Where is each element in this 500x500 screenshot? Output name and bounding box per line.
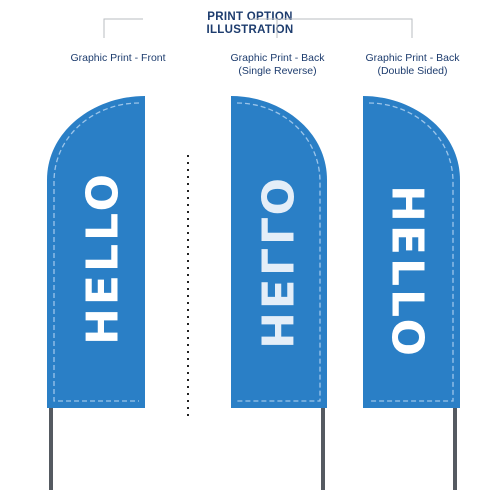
flag-back-single-seam [236,102,321,402]
flag-front: HELLO [47,96,145,490]
option-label-front-line1: Graphic Print - Front [70,52,166,64]
option-label-back-single-line2: (Single Reverse) [238,65,317,77]
option-label-back-double: Graphic Print - Back (Double Sided) [340,52,485,78]
option-label-back-double-line2: (Double Sided) [377,65,448,77]
option-label-back-double-line1: Graphic Print - Back [365,52,460,64]
header-bracket [103,18,413,38]
flag-back-double-body [363,96,460,408]
flag-back-single-body [231,96,327,408]
flag-back-double-pole [453,408,457,490]
flag-back-double-seam [368,102,454,402]
option-label-front: Graphic Print - Front [48,52,188,65]
option-label-back-single-line1: Graphic Print - Back [230,52,325,64]
header-title-line1: PRINT OPTION [207,11,293,23]
option-label-back-single: Graphic Print - Back (Single Reverse) [205,52,350,78]
flag-front-seam [53,102,140,402]
flag-front-body [47,96,145,408]
header-title-line2: ILLUSTRATION [206,24,294,36]
flag-front-pole [49,408,53,490]
flag-front-text: HELLO [78,171,129,345]
flag-back-double-text: HELLO [382,185,433,359]
flag-back-double: HELLO [363,96,460,490]
flag-back-single: HELLO [231,96,327,490]
flag-back-single-pole [321,408,325,490]
flag-back-single-text: HELLO [251,175,302,349]
